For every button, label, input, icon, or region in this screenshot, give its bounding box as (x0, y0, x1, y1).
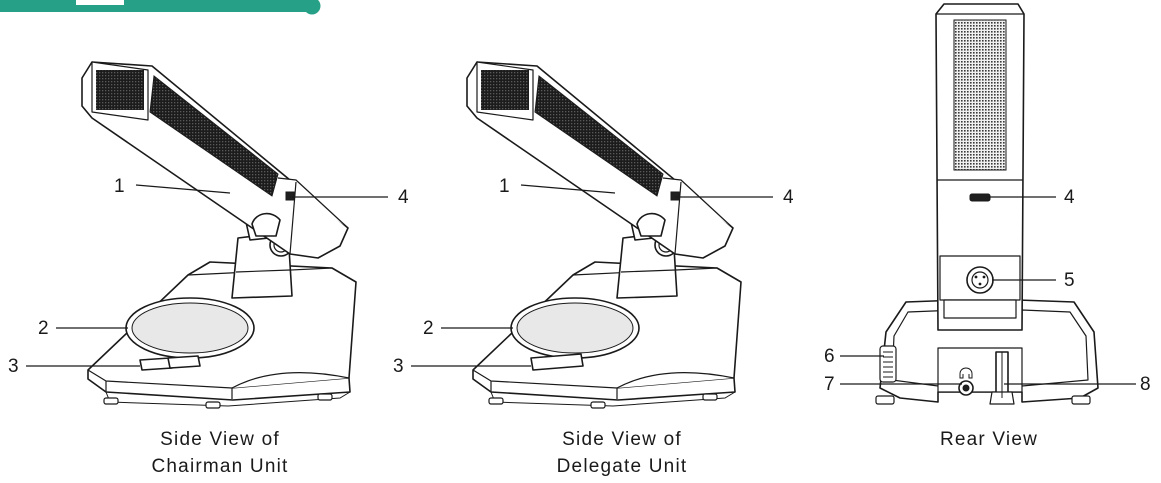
volume-knob (879, 345, 897, 383)
callout-5: 5 (1064, 270, 1075, 291)
chairman-unit-side-view: 1 2 3 4 Side View of Chairman Unit (8, 61, 409, 477)
microphone-head (81, 61, 349, 259)
callout-4: 4 (1064, 187, 1075, 208)
callout-4: 4 (398, 187, 409, 208)
caption-line-1: Rear View (940, 429, 1038, 450)
caption-line-2: Delegate Unit (557, 456, 688, 477)
caption-line-1: Side View of (562, 429, 682, 450)
caption-line-1: Side View of (160, 429, 280, 450)
rear-view: 4 5 6 7 8 Rear View (824, 3, 1151, 450)
callout-1: 1 (499, 176, 510, 197)
callout-8: 8 (1140, 374, 1151, 395)
callout-1: 1 (114, 176, 125, 197)
headphone-jack (958, 367, 974, 396)
callout-2: 2 (38, 318, 49, 339)
connector-port (966, 266, 994, 294)
callout-1-line (520, 184, 616, 194)
callout-3: 3 (8, 356, 19, 377)
callout-4: 4 (783, 187, 794, 208)
cable (989, 351, 1015, 405)
speaker-grille (510, 297, 640, 359)
control-buttons (139, 355, 201, 371)
callout-3: 3 (393, 356, 404, 377)
speaker-grille (125, 297, 255, 359)
caption-line-2: Chairman Unit (151, 456, 288, 477)
control-button (530, 353, 584, 371)
callout-1-line (135, 184, 231, 194)
callout-2: 2 (423, 318, 434, 339)
delegate-unit-side-view: 1 2 3 4 Side View of Delegate Unit (393, 61, 794, 477)
header-accent-bar (0, 0, 321, 15)
microphone-head (466, 61, 734, 259)
callout-7: 7 (824, 374, 835, 395)
callout-6: 6 (824, 346, 835, 367)
